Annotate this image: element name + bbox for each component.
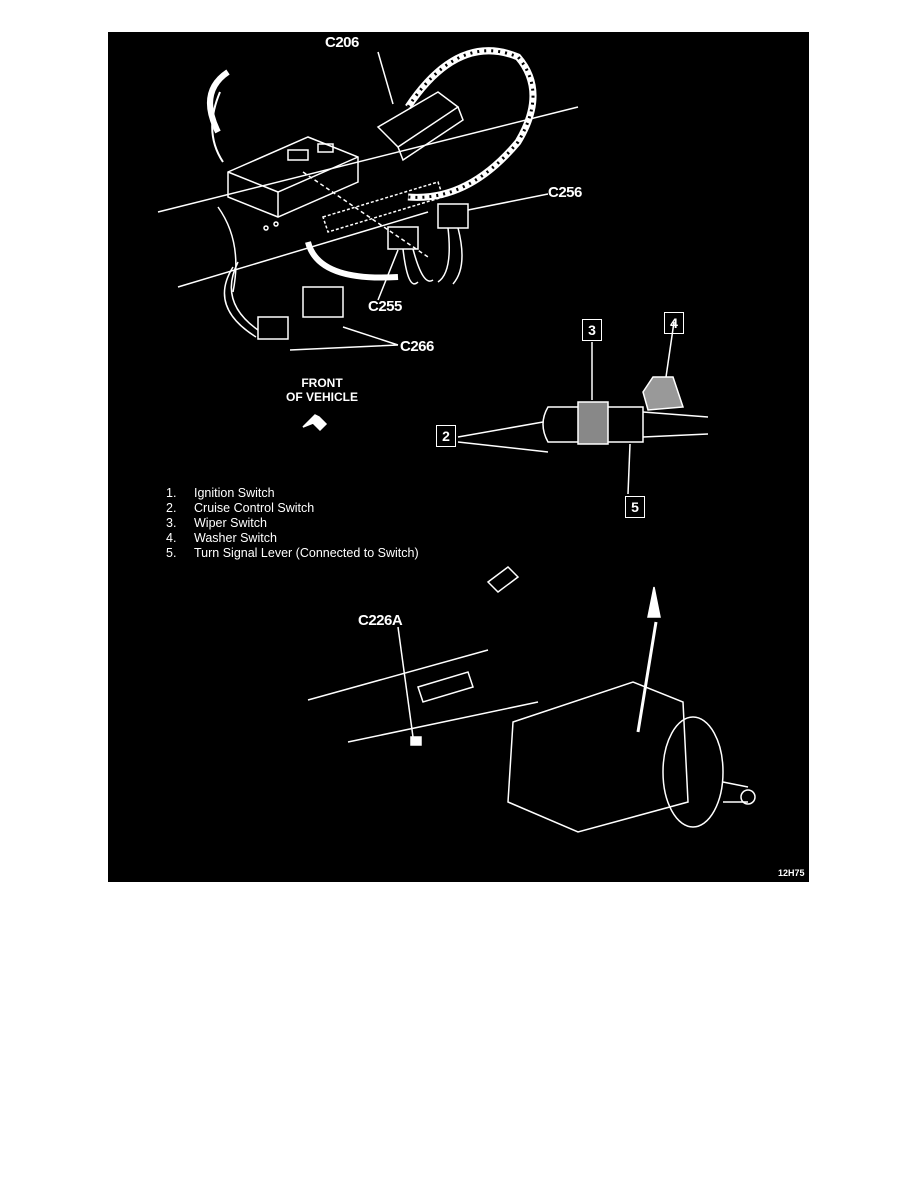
steering-column-diagram: C206 C256 C255 C266 C226A FRONT OF VEHIC… [108,32,809,882]
figure-code: 12H75 [778,868,805,878]
legend-text: Ignition Switch [194,486,275,500]
legend-item: 4. Washer Switch [166,531,419,546]
front-label-line1: FRONT [301,376,343,390]
callout-3: 3 [582,319,602,341]
diagram-line-art [157,47,756,833]
lever-illustration [457,321,709,495]
lower-column-illustration [307,566,756,833]
connector-label-c256: C256 [548,184,582,201]
front-of-vehicle-label: FRONT OF VEHICLE [262,376,382,404]
legend: 1. Ignition Switch 2. Cruise Control Switc… [166,486,419,561]
legend-text: Cruise Control Switch [194,501,315,515]
legend-text: Wiper Switch [194,516,267,530]
legend-num: 5. [166,546,177,560]
legend-item: 1. Ignition Switch [166,486,419,501]
legend-num: 3. [166,516,177,530]
legend-item: 3. Wiper Switch [166,516,419,531]
legend-num: 1. [166,486,177,500]
connector-label-c226a: C226A [358,612,403,629]
upper-column-illustration [157,47,579,432]
legend-item: 5. Turn Signal Lever (Connected to Switch… [166,546,419,561]
legend-num: 4. [166,531,177,545]
legend-item: 2. Cruise Control Switch [166,501,419,516]
legend-text: Turn Signal Lever (Connected to Switch) [194,546,419,560]
front-label-line2: OF VEHICLE [285,390,358,404]
connector-label-c206: C206 [325,34,359,51]
callout-5: 5 [625,496,645,518]
callout-4: 4 [664,312,684,334]
legend-text: Washer Switch [194,531,277,545]
connector-label-c255: C255 [368,298,402,315]
legend-num: 2. [166,501,177,515]
callout-2: 2 [436,425,456,447]
connector-label-c266: C266 [400,338,434,355]
